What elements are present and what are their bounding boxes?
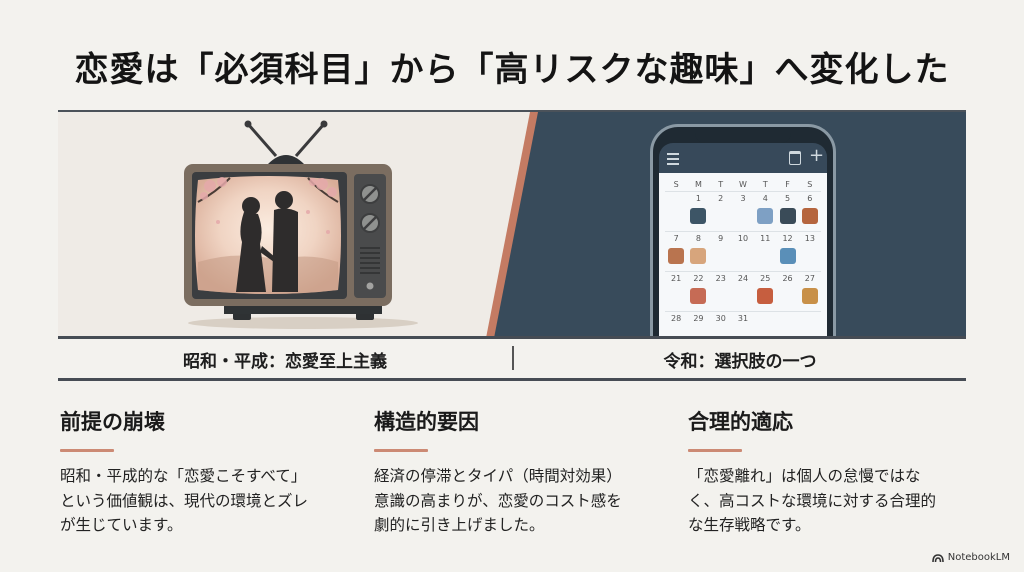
app-toolbar: + xyxy=(659,143,827,173)
column-rational-adaptation: 合理的適応 「恋愛離れ」は個人の怠慢ではな く、高コストな環境に対する合理的 な… xyxy=(688,406,988,538)
event-icon-row xyxy=(665,205,821,231)
plus-icon[interactable]: + xyxy=(809,145,825,166)
calendar-cell[interactable]: 9 xyxy=(718,234,724,243)
calendar-cell[interactable]: 6 xyxy=(807,194,813,203)
hero-bottom-rule xyxy=(58,336,966,339)
calendar-cell[interactable]: M xyxy=(694,179,702,189)
heading-underline xyxy=(60,449,114,452)
column-heading: 構造的要因 xyxy=(374,410,479,434)
calendar-cell[interactable]: 26 xyxy=(782,274,793,283)
calendar-cell[interactable]: 29 xyxy=(693,314,704,323)
week-row: 28 29 30 31 xyxy=(665,312,821,325)
week-row: 1 2 3 4 5 6 xyxy=(665,192,821,205)
calendar-cell[interactable]: 28 xyxy=(671,314,682,323)
event-icon-row xyxy=(665,285,821,311)
calendar-cell[interactable]: 1 xyxy=(695,194,701,203)
calendar-cell[interactable]: 13 xyxy=(804,234,815,243)
footer-branding: NotebookLM xyxy=(931,552,1010,563)
couple-icon[interactable] xyxy=(690,288,707,304)
calendar-cell[interactable]: 31 xyxy=(737,314,749,323)
retro-tv-illustration xyxy=(184,120,418,329)
era-bottom-rule xyxy=(58,378,966,381)
calendar-cell[interactable]: S xyxy=(807,179,813,189)
calendar-cell[interactable]: 25 xyxy=(760,274,771,283)
heading-underline xyxy=(374,449,428,452)
book-icon[interactable] xyxy=(801,288,818,304)
megaphone-icon[interactable] xyxy=(668,248,684,264)
calendar-cell[interactable]: 30 xyxy=(715,314,726,323)
phone-notch xyxy=(695,127,791,143)
calendar-cell[interactable]: 3 xyxy=(740,194,746,203)
column-premise-collapse: 前提の崩壊 昭和・平成的な「恋愛こそすべて」 という価値観は、現代の環境とズレ … xyxy=(60,406,360,538)
week-row: 7 8 9 10 11 12 13 xyxy=(665,232,821,245)
calendar-cell[interactable]: S xyxy=(673,179,679,189)
column-body: 「恋愛離れ」は個人の怠慢ではな く、高コストな環境に対する合理的 な生存戦略です… xyxy=(688,467,937,534)
calendar-cell[interactable]: T xyxy=(718,179,724,189)
event-icon-row xyxy=(665,245,821,271)
calendar-cell[interactable]: 11 xyxy=(760,234,771,243)
calendar-cell[interactable]: 12 xyxy=(782,234,793,243)
notepad-icon[interactable] xyxy=(757,208,774,224)
era-label-reiwa: 令和：選択肢の一つ xyxy=(663,352,817,372)
column-heading: 前提の崩壊 xyxy=(60,410,165,434)
calendar-cell[interactable]: 27 xyxy=(804,274,815,283)
heading-underline xyxy=(688,449,742,452)
friends-chat-icon[interactable] xyxy=(779,248,796,264)
notebooklm-logo-icon xyxy=(931,554,944,562)
calendar-cell[interactable]: 24 xyxy=(737,274,749,283)
calendar-cell[interactable]: 8 xyxy=(695,234,701,243)
calendar-cell[interactable]: 4 xyxy=(762,194,768,203)
calendar-cell[interactable]: F xyxy=(785,179,790,189)
calendar-cell[interactable]: 21 xyxy=(671,274,682,283)
calendar-cell[interactable]: T xyxy=(762,179,768,189)
calendar-cell[interactable]: 22 xyxy=(693,274,704,283)
column-body: 昭和・平成的な「恋愛こそすべて」 という価値観は、現代の環境とズレ が生じていま… xyxy=(60,467,309,534)
column-body: 経済の停滞とタイパ（時間対効果） 意識の高まりが、恋愛のコスト感を 劇的に引き上… xyxy=(374,467,622,534)
briefcase-icon[interactable] xyxy=(690,208,707,224)
slide-title: 恋愛は「必須科目」から「高リスクな趣味」へ変化した xyxy=(74,50,950,90)
column-heading: 合理的適応 xyxy=(688,410,793,434)
calendar-cell[interactable]: 5 xyxy=(785,194,791,203)
calendar-icon[interactable] xyxy=(789,151,801,165)
era-separator xyxy=(512,346,514,370)
calendar-cell[interactable]: 7 xyxy=(673,234,679,243)
brand-label: NotebookLM xyxy=(947,552,1010,563)
week-row: 21 22 23 24 25 26 27 xyxy=(665,272,821,285)
menu-icon[interactable] xyxy=(667,153,679,165)
cafe-icon[interactable] xyxy=(690,248,707,264)
calendar-cell[interactable]: 10 xyxy=(737,234,749,243)
calendar-cell[interactable]: 2 xyxy=(718,194,724,203)
camera-icon[interactable] xyxy=(779,208,796,224)
era-label-showa-heisei: 昭和・平成：恋愛至上主義 xyxy=(183,352,387,372)
calendar-cell[interactable]: 23 xyxy=(715,274,726,283)
calendar-cell[interactable]: W xyxy=(739,179,747,189)
sneaker-icon[interactable] xyxy=(757,288,774,304)
column-structural-factors: 構造的要因 経済の停滞とタイパ（時間対効果） 意識の高まりが、恋愛のコスト感を … xyxy=(374,406,674,538)
paintbrush-icon[interactable] xyxy=(801,208,818,224)
